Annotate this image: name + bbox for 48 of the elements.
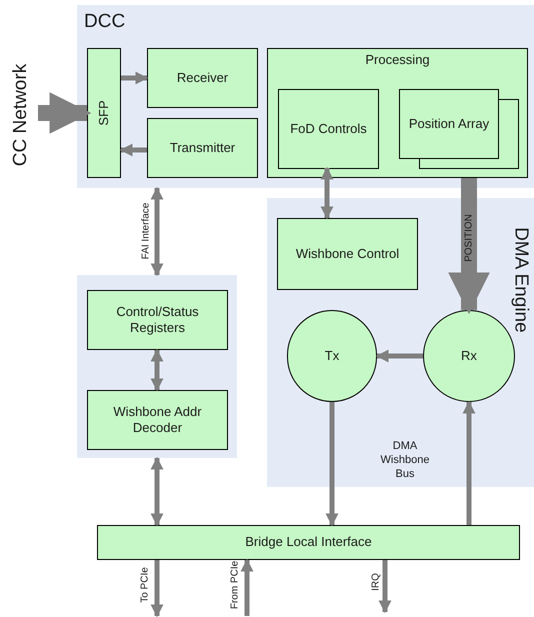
node-label: Position Array [408, 116, 490, 132]
group-panel [267, 198, 534, 487]
edge-label: FAI Interface [140, 202, 152, 260]
arrow [38, 92, 92, 134]
node-label: Rx [460, 348, 478, 364]
edge-label: POSITION [462, 214, 476, 262]
node-label: Control/Status Registers [115, 304, 200, 336]
node-label: Wishbone Control [294, 246, 400, 262]
node-label: Receiver [176, 70, 230, 86]
node-label: FoD Controls [289, 120, 368, 138]
arrow [462, 400, 476, 525]
process-block [87, 290, 228, 350]
process-block [87, 390, 228, 450]
arrow [150, 348, 164, 392]
bus-label: DMA Wishbone Bus [380, 440, 430, 482]
process-block [278, 89, 379, 169]
arrow [378, 560, 392, 614]
arrow [121, 72, 148, 84]
edge-label: From PCIe [228, 560, 242, 610]
arrow [320, 166, 334, 220]
process-block [147, 118, 258, 178]
node-label: DCC [84, 10, 126, 34]
arrow [376, 350, 423, 362]
process-block [267, 48, 528, 178]
node-label: Tx [324, 348, 340, 364]
process-block [147, 48, 258, 108]
arrow [448, 178, 490, 314]
arrow [150, 560, 164, 617]
node-label: SFP [96, 100, 112, 126]
node-label: CC Network [9, 64, 32, 166]
edge-label: To PCIe [138, 567, 152, 603]
arrow [150, 186, 164, 276]
node-label: Bridge Local Interface [244, 534, 373, 551]
arrow [326, 402, 338, 526]
arrow [120, 144, 147, 156]
node-label: Wishbone Addr Decoder [112, 404, 203, 436]
edge-label: IRQ [370, 573, 382, 591]
group-panel [77, 5, 534, 188]
node-label: Processing [364, 52, 431, 68]
group-panel [77, 275, 237, 458]
process-block [277, 218, 418, 290]
node-label: Transmitter [168, 140, 236, 156]
arrow [240, 558, 254, 616]
process-block [87, 48, 121, 178]
process-block [399, 89, 499, 159]
process-block [97, 525, 520, 560]
arrow [150, 456, 164, 526]
node-label: DMA Engine [510, 227, 534, 333]
